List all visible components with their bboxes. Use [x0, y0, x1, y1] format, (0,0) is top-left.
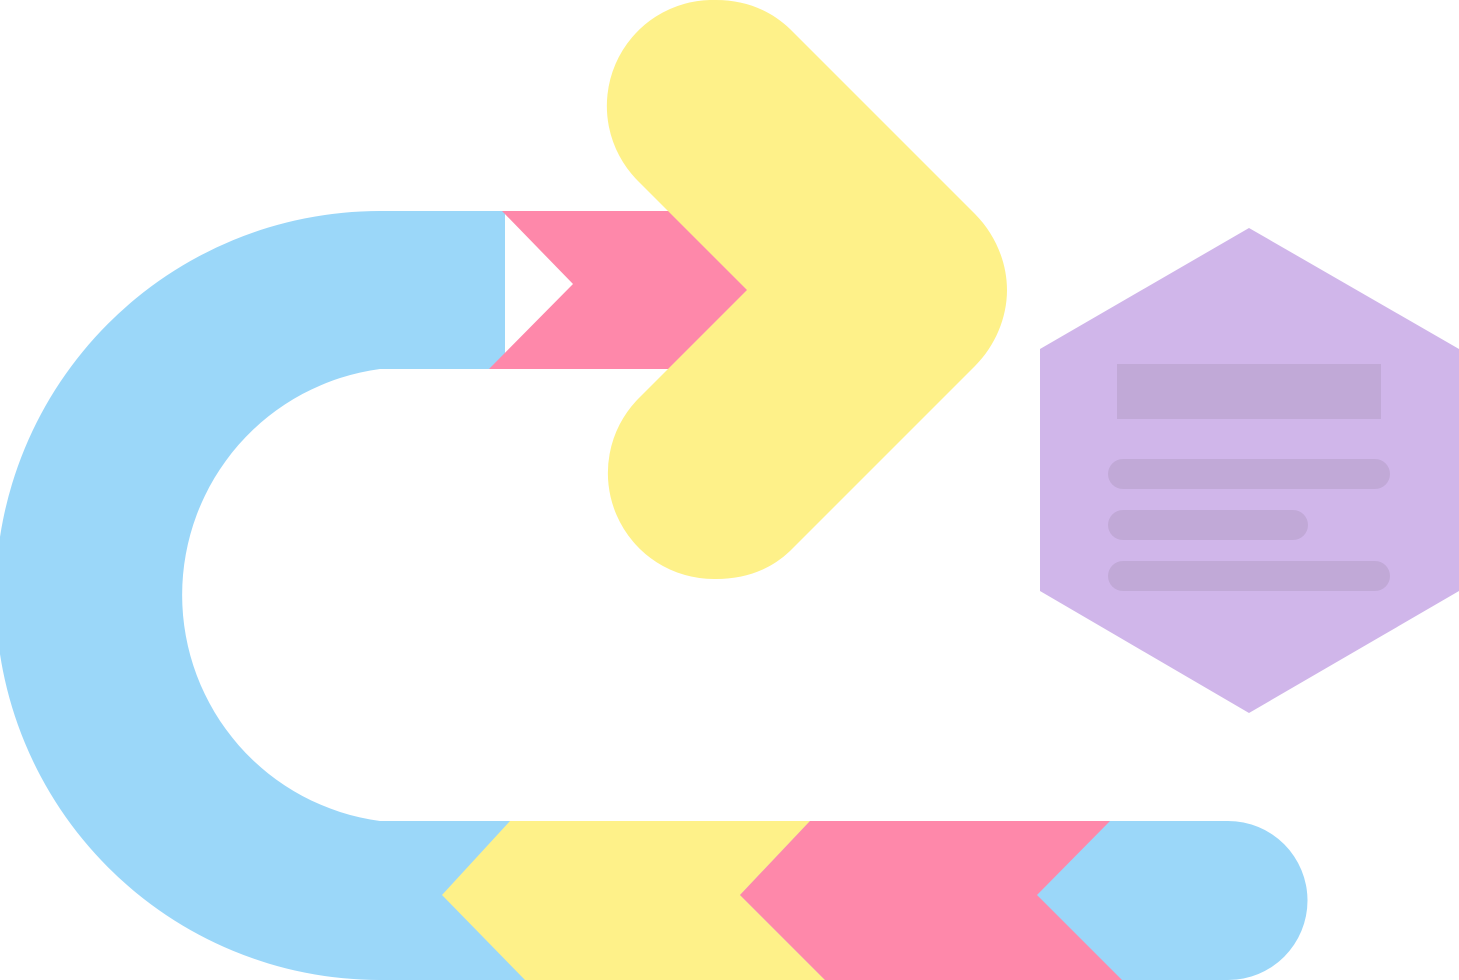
bottom-pink-chevron: [740, 821, 1122, 980]
hexagon-card-title-bar: [1117, 364, 1381, 419]
upper-pink-chevron: [489, 211, 748, 369]
arrow-head: [606, 0, 1007, 580]
hexagon-card-line-2: [1108, 510, 1308, 540]
hexagon-card-line-3: [1108, 561, 1390, 591]
hexagon-card-line-1: [1108, 459, 1390, 489]
bottom-yellow-chevron: [442, 821, 825, 980]
